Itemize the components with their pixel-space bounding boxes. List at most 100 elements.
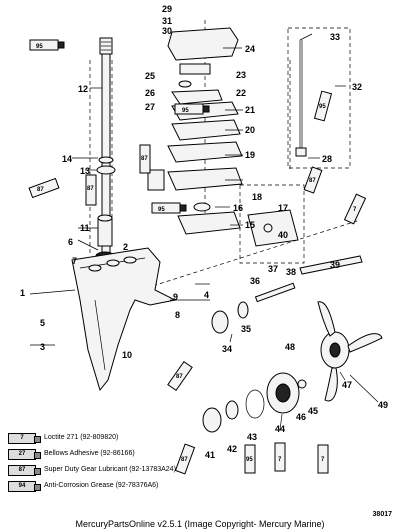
callout-number: 47 [342,380,352,390]
tube-icon [29,39,65,51]
copyright-footer: MercuryPartsOnline v2.5.1 (Image Copyrig… [75,519,325,529]
tube-icon [174,103,210,115]
callout-number: 35 [241,324,251,334]
legend-item: 7 Loctite 271 (92-809820) [4,432,204,444]
tube-icon: 87 [8,465,41,476]
callout-number: 7 [72,256,77,266]
tube-icon: 94 [8,481,41,492]
callout-number: 6 [68,237,73,247]
tube-label: 87 [181,457,188,463]
callout-number: 13 [80,166,90,176]
callout-number: 3 [40,342,45,352]
tube-label: 87 [309,178,316,184]
legend-item: 87 Super Duty Gear Lubricant (92-13783A2… [4,464,204,476]
callouts: 1 2 3 4 5 6 7 8 9 10 11 12 13 14 15 16 1… [20,4,388,460]
tube-icon [151,202,187,214]
callout-number: 11 [80,223,90,233]
callout-number: 37 [268,264,278,274]
callout-number: 10 [122,350,132,360]
shift-cam-housing [239,184,305,264]
tube-icon [274,442,286,472]
callout-number: 18 [252,192,262,202]
legend-text: Anti-Corrosion Grease (92-78376A6) [44,482,159,489]
bearing-carrier-parts [202,301,307,433]
callout-number: 15 [245,220,255,230]
legend-text: Super Duty Gear Lubricant (92-13783A24) [44,466,176,473]
callout-number: 27 [145,102,155,112]
tube-icon [28,177,60,199]
callout-number: 29 [162,4,172,14]
callout-number: 31 [162,16,172,26]
tube-icon [139,144,151,174]
gear-housing [71,247,177,392]
callout-number: 40 [278,230,288,240]
tube-label: 7 [278,457,282,463]
tube-icon [244,444,256,474]
callout-number: 36 [250,276,260,286]
tube-icon [174,443,196,475]
callout-number: 21 [245,105,255,115]
callout-number: 42 [227,444,237,454]
tube-label: 87 [87,186,94,192]
callout-number: 24 [245,44,255,54]
tube-labels: 95 95 87 87 87 95 95 87 7 87 87 95 7 7 [36,44,357,463]
propeller-shaft [254,255,363,303]
callout-number: 25 [145,71,155,81]
callout-number: 5 [40,318,45,328]
legend-item: 27 Bellows Adhesive (92-86166) [4,448,204,460]
callout-number: 48 [285,342,295,352]
callout-number: 32 [352,82,362,92]
tube-label: 87 [176,374,183,380]
callout-number: 1 [20,288,25,298]
callout-number: 4 [204,290,209,300]
callout-number: 34 [222,344,232,354]
tube-icon [343,193,367,225]
tube-label: 95 [182,108,189,114]
tube-label: 87 [141,156,148,162]
callout-number: 23 [236,70,246,80]
tube-icon [167,360,193,392]
leader-lines [29,47,346,431]
callout-number: 8 [175,310,180,320]
tube-label: 95 [246,457,253,463]
callout-number: 44 [275,424,285,434]
callout-number: 33 [330,32,340,42]
tube-label: 7 [321,457,325,463]
callout-number: 45 [308,406,318,416]
callout-number: 49 [378,400,388,410]
figure-id: 38017 [372,511,392,518]
callout-number: 20 [245,125,255,135]
callout-number: 43 [247,432,257,442]
propeller [317,301,383,403]
callout-number: 17 [278,203,288,213]
legend-text: Bellows Adhesive (92-86166) [44,450,135,457]
tube-label: 95 [158,207,165,213]
tube-label: 95 [319,104,326,110]
tube-icon [303,166,323,194]
tube-icon [85,174,97,206]
tube-label: 7 [353,207,357,213]
tube-icon [317,444,329,474]
callout-number: 14 [62,154,72,164]
callout-number: 30 [162,26,172,36]
tube-icon: 7 [8,433,41,444]
callout-number: 38 [286,267,296,277]
legend-item: 94 Anti-Corrosion Grease (92-78376A6) [4,480,204,492]
callout-number: 46 [296,412,306,422]
callout-number: 26 [145,88,155,98]
bearing-sleeve [95,214,115,261]
legend-text: Loctite 271 (92-809820) [44,434,119,441]
tube-label: 87 [37,187,44,193]
callout-number: 41 [205,450,215,460]
tube-label: 95 [36,44,43,50]
callout-number: 39 [330,260,340,270]
callout-number: 9 [173,292,178,302]
callout-number: 2 [123,242,128,252]
drive-shaft [96,37,116,259]
callout-number: 19 [245,150,255,160]
tube-icon: 27 [8,449,41,460]
callout-number: 22 [236,88,246,98]
shift-rod [287,27,351,169]
lubricant-tubes [28,39,367,475]
